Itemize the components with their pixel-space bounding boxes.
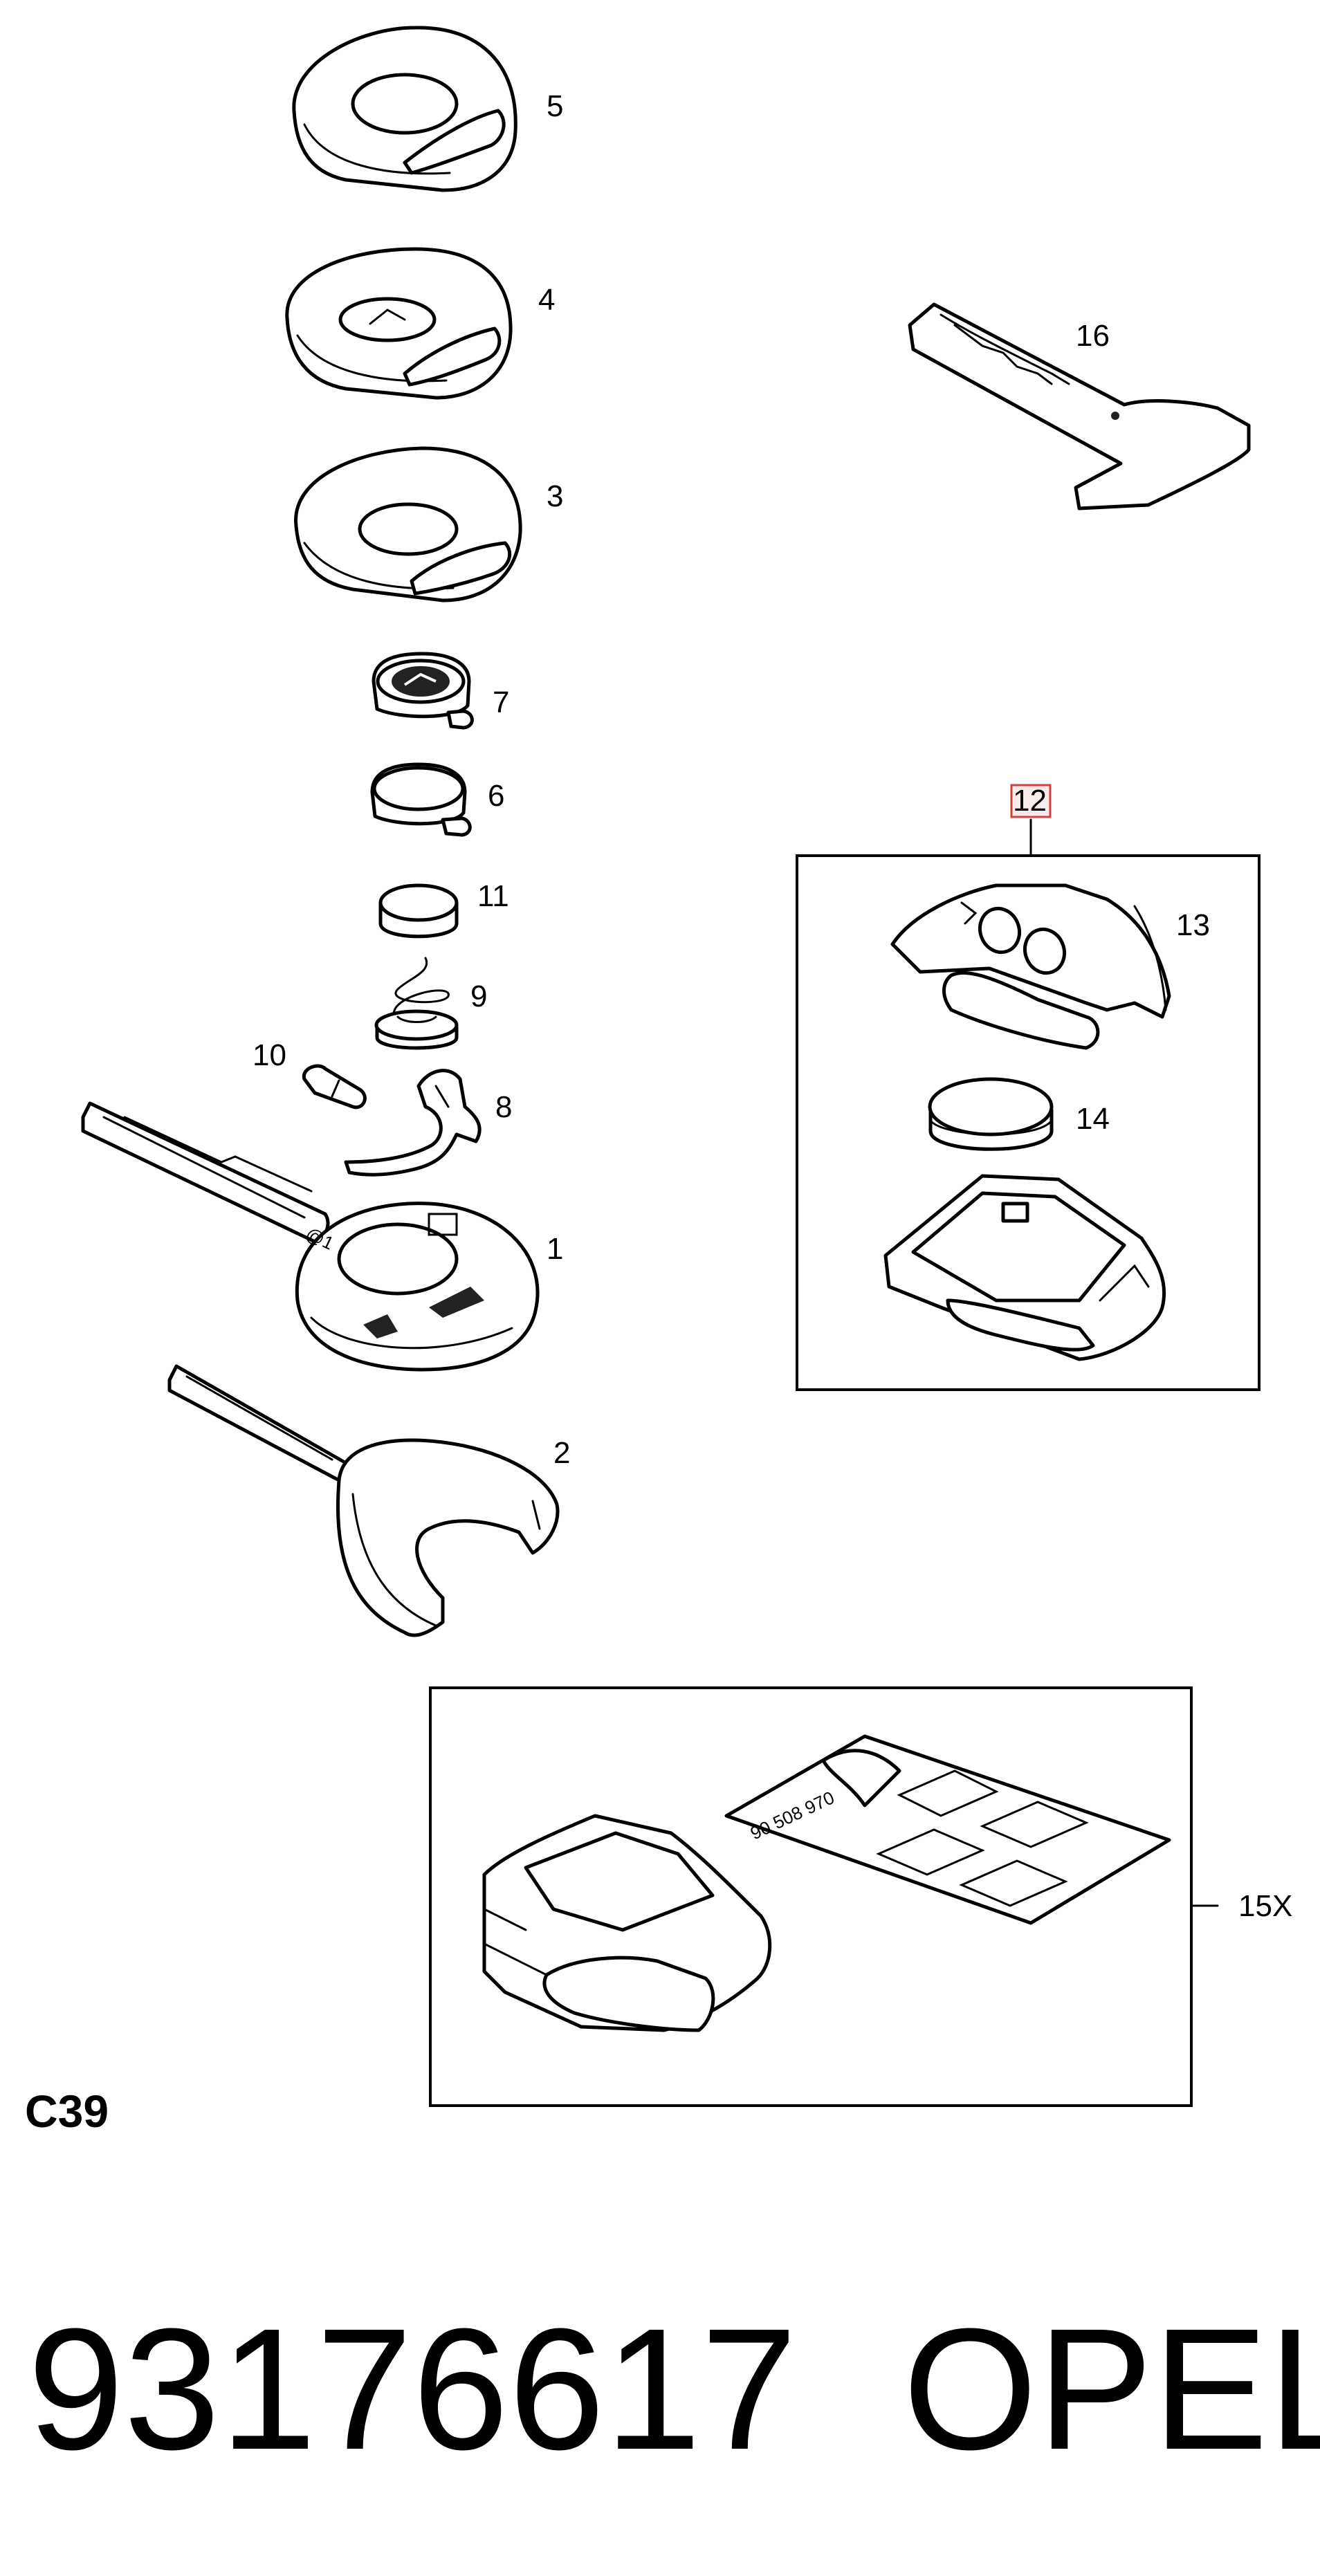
callout-4: 4 [538, 283, 555, 317]
brand-name: OPEL [903, 2292, 1320, 2485]
callout-15x: 15X [1238, 1889, 1292, 1923]
kit-12-box [796, 854, 1261, 1391]
part-15x-remote-unit[interactable] [482, 1814, 772, 2032]
callout-12[interactable]: 12 [1013, 784, 1047, 818]
kit-15x-box [429, 1686, 1193, 2107]
part-15x-decal-sheet[interactable]: 90 508 970 [724, 1734, 1171, 1925]
callout-12-highlight [1010, 784, 1052, 818]
part-4-logo-cap[interactable] [285, 247, 513, 400]
part-14-battery[interactable] [928, 1077, 1054, 1151]
callout-5: 5 [547, 89, 563, 123]
part-10-bulb[interactable] [302, 1064, 367, 1110]
callout-10: 10 [253, 1038, 286, 1072]
part-8-clip[interactable] [344, 1069, 482, 1177]
kit-12-lower-housing[interactable] [883, 1174, 1166, 1361]
part-11-cylinder[interactable] [378, 883, 459, 939]
callout-2: 2 [553, 1436, 570, 1470]
callout-3: 3 [547, 479, 563, 513]
part-1-key-housing[interactable]: @1 [81, 1101, 540, 1372]
callout-1: 1 [547, 1232, 563, 1266]
callout-11: 11 [477, 879, 509, 913]
callout-9: 9 [470, 979, 487, 1013]
callout-14: 14 [1076, 1102, 1110, 1136]
part-16-emergency-key[interactable] [908, 302, 1251, 510]
part-5-cap[interactable] [292, 26, 517, 192]
part-7-logo-button[interactable] [372, 652, 474, 730]
callout-13: 13 [1176, 908, 1210, 942]
part-3-button-cap[interactable] [294, 446, 522, 602]
callout-7: 7 [493, 686, 509, 719]
callout-16: 16 [1076, 319, 1110, 353]
part-2-key-blade[interactable] [167, 1364, 560, 1637]
part-13-upper-housing[interactable] [890, 883, 1171, 1050]
callout-8: 8 [495, 1090, 512, 1124]
sheet-code: C39 [25, 2086, 109, 2137]
part-9-spring[interactable] [374, 957, 459, 1050]
part-6-plain-button[interactable] [370, 762, 472, 837]
callout-6: 6 [488, 779, 504, 813]
part-number: 93176617 [28, 2292, 797, 2485]
